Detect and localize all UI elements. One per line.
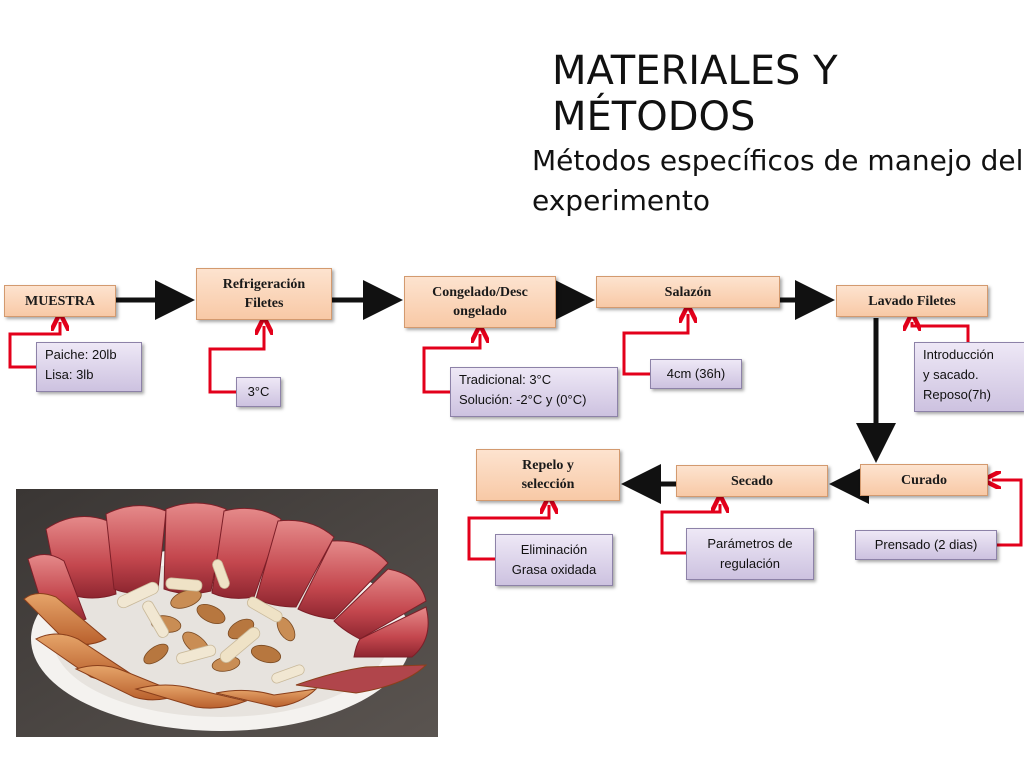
subtitle-line-2: experimento [532, 184, 710, 217]
note-secado: Parámetros de regulación [686, 528, 814, 580]
step-salazon: Salazón [596, 276, 780, 308]
step-repelo-line1: Repelo y [522, 458, 574, 473]
note-muestra-line2: Lisa: 3lb [45, 367, 94, 382]
note-congelado: Tradicional: 3°C Solución: -2°C y (0°C) [450, 367, 618, 417]
step-refrigeracion-line1: Refrigeración [222, 277, 306, 292]
link-arrow-secado [660, 504, 720, 555]
note-muestra-line1: Paiche: 20lb [45, 347, 117, 362]
note-repelo-line1: Eliminación [520, 542, 588, 557]
link-arrow-repelo [467, 505, 549, 561]
note-curado: Prensado (2 dias) [855, 530, 997, 560]
slide-title: MATERIALES Y MÉTODOS [552, 48, 838, 140]
step-repelo-seleccion: Repelo y selección [476, 449, 620, 501]
slice [163, 502, 227, 595]
slice [215, 688, 318, 708]
link-arrow-curado [992, 480, 1023, 547]
subtitle-line-1: Métodos específicos de manejo del [532, 144, 1024, 177]
note-muestra: Paiche: 20lb Lisa: 3lb [36, 342, 142, 392]
peeled-almonds [117, 559, 305, 684]
note-repelo: Eliminación Grasa oxidada [495, 534, 613, 586]
link-arrow-muestra [8, 322, 60, 369]
step-repelo-line2: selección [521, 477, 575, 492]
note-congelado-line2: Solución: -2°C y (0°C) [459, 392, 587, 407]
cured-slices [27, 502, 429, 658]
dried-slices [23, 593, 428, 709]
step-congelado-line1: Congelado/Desc [432, 285, 528, 300]
note-refrigeracion: 3°C [236, 377, 281, 407]
step-lavado-filetes: Lavado Filetes [836, 285, 988, 317]
link-arrow-salazon [622, 314, 688, 376]
note-lavado-line1: Introducción [923, 347, 994, 362]
slice [255, 519, 335, 608]
note-lavado: Introducción y sacado. Reposo(7h) [914, 342, 1024, 412]
link-arrow-refrigeracion [208, 326, 264, 394]
step-curado: Curado [860, 464, 988, 496]
note-lavado-line2: y sacado. [923, 367, 979, 382]
note-secado-line1: Parámetros de [707, 536, 793, 551]
cured-fish-plate-image [16, 489, 438, 737]
step-muestra: MUESTRA [4, 285, 116, 317]
slice [295, 664, 428, 694]
note-congelado-line1: Tradicional: 3°C [459, 372, 552, 387]
slice [134, 684, 248, 709]
step-secado: Secado [676, 465, 828, 497]
slice [297, 540, 389, 620]
step-refrigeracion-line2: Filetes [244, 296, 284, 311]
note-repelo-line2: Grasa oxidada [511, 562, 597, 577]
slice [353, 606, 429, 658]
link-arrow-lavado [912, 322, 970, 342]
slide-subtitle: Métodos específicos de manejo del experi… [532, 141, 1024, 221]
note-salazon: 4cm (36h) [650, 359, 742, 389]
step-congelado-line2: ongelado [453, 304, 507, 319]
step-refrigeracion: Refrigeración Filetes [196, 268, 332, 320]
step-congelado: Congelado/Desc ongelado [404, 276, 556, 328]
note-lavado-line3: Reposo(7h) [923, 387, 991, 402]
slice [105, 505, 167, 594]
note-secado-line2: regulación [720, 556, 780, 571]
link-arrow-congelado [422, 334, 480, 394]
